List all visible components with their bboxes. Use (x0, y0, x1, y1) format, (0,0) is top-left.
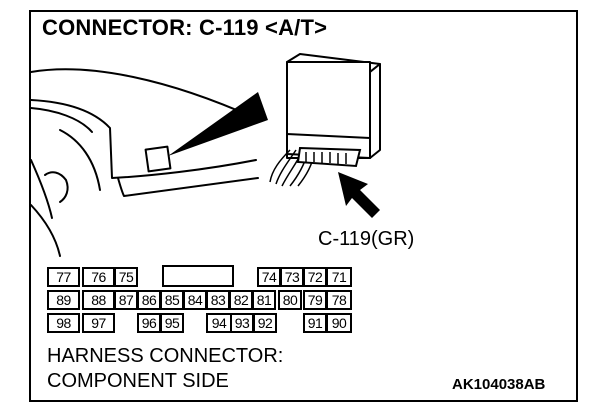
harness-connector-block (296, 146, 362, 168)
pin-cell: 84 (183, 290, 207, 310)
pin-cell: 81 (252, 290, 276, 310)
pin-cell: 97 (82, 313, 115, 333)
pin-cell: 79 (303, 290, 327, 310)
ecu-module-side (369, 63, 381, 159)
dash-connector-box (144, 145, 172, 173)
pin-key-slot (162, 265, 234, 287)
pin-cell: 78 (326, 290, 352, 310)
pin-cell: 93 (230, 313, 254, 333)
pin-cell: 88 (82, 290, 115, 310)
pin-cell: 80 (278, 290, 302, 310)
connector-title: CONNECTOR: C-119 <A/T> (42, 15, 328, 40)
dashboard-left-edge (44, 171, 69, 203)
dashboard-top-edge (30, 68, 256, 119)
dashboard-curve (30, 107, 93, 133)
harness-connector-caption: HARNESS CONNECTOR: COMPONENT SIDE (47, 344, 283, 394)
pin-cell: 71 (326, 267, 352, 287)
pin-cell: 73 (280, 267, 304, 287)
steering-column (30, 204, 61, 257)
dashboard-glovebox (117, 177, 259, 197)
pin-cell: 87 (114, 290, 138, 310)
harness-caption-line1: HARNESS CONNECTOR: (47, 345, 284, 367)
pin-cell: 72 (303, 267, 327, 287)
dashboard-inner-curve (59, 129, 101, 191)
pin-cell: 98 (47, 313, 80, 333)
pin-cell: 94 (206, 313, 232, 333)
pin-cell: 74 (257, 267, 281, 287)
pin-cell: 91 (303, 313, 327, 333)
dashboard-lower-curve (30, 159, 53, 219)
pin-cell: 92 (253, 313, 277, 333)
pin-cell: 76 (82, 267, 115, 287)
harness-caption-line2: COMPONENT SIDE (47, 370, 229, 392)
figure-code: AK104038AB (452, 376, 546, 393)
pin-cell: 90 (326, 313, 352, 333)
pointer-wedge (168, 92, 268, 156)
pin-cell: 86 (137, 290, 161, 310)
pin-cell: 83 (206, 290, 230, 310)
harness-wires (269, 149, 315, 187)
arrow-icon (338, 172, 380, 218)
pin-cell: 82 (229, 290, 253, 310)
diagram-frame (29, 10, 578, 402)
dashboard-upper-panel (30, 99, 257, 179)
pin-cell: 77 (47, 267, 80, 287)
connector-label: C-119(GR) (318, 228, 415, 250)
pin-cell: 75 (114, 267, 138, 287)
pin-cell: 95 (160, 313, 184, 333)
harness-pins (305, 152, 347, 164)
pin-cell: 85 (160, 290, 184, 310)
pin-cell: 89 (47, 290, 80, 310)
pin-cell: 96 (137, 313, 161, 333)
